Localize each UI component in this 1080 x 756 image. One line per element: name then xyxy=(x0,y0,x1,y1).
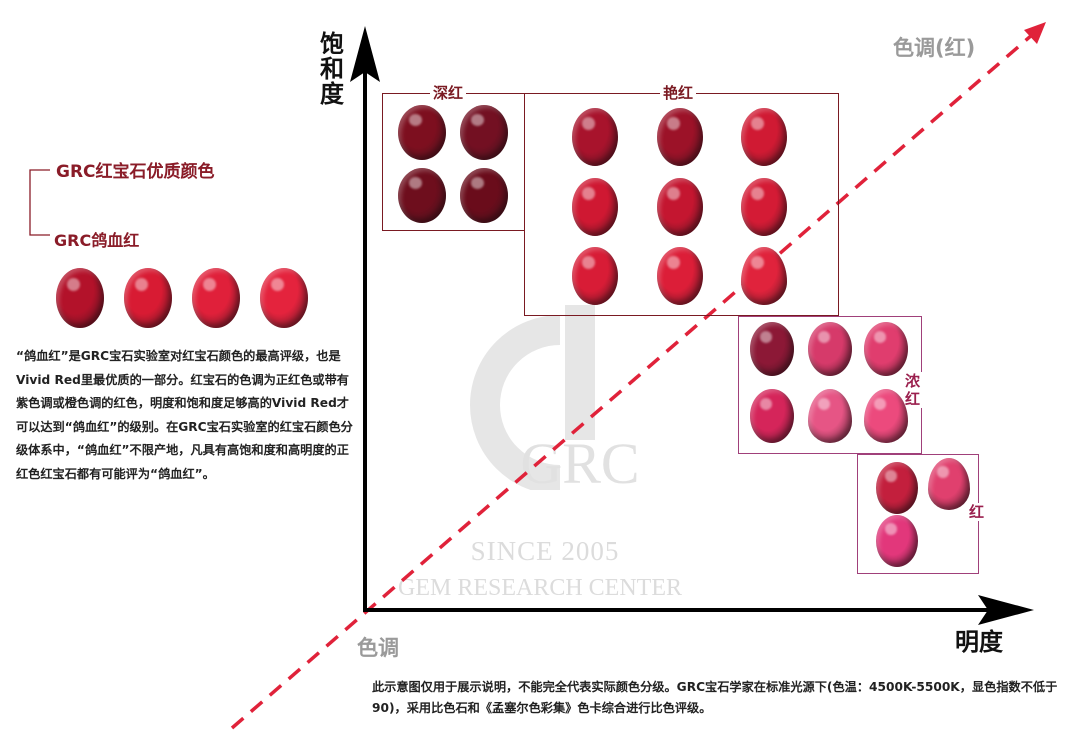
diagonal-arrow-icon xyxy=(1024,22,1046,44)
watermark-since: SINCE 2005 xyxy=(470,536,620,566)
group-deep-red: 深红 xyxy=(382,84,525,231)
x-axis-label: 明度 xyxy=(955,628,1003,656)
watermark: GRC xyxy=(420,290,680,610)
group-rich-red-label: 浓红 xyxy=(902,372,924,408)
pigeon-blood-gem xyxy=(192,268,240,328)
group-deep-red-label: 深红 xyxy=(430,84,467,102)
left-description: “鸽血红”是GRC宝石实验室对红宝石颜色的最高评级，也是Vivid Red里最优… xyxy=(16,349,353,481)
left-title-sub: GRC鸽血红 xyxy=(54,231,140,250)
group-red-label: 红 xyxy=(966,503,988,521)
group-vivid-red-label: 艳红 xyxy=(660,84,697,102)
pigeon-blood-gem xyxy=(124,268,172,328)
y-axis-label: 饱和度 xyxy=(320,30,344,109)
pigeon-blood-gem xyxy=(56,268,104,328)
group-vivid-red: 艳红 xyxy=(524,84,839,316)
footnote: 此示意图仅用于展示说明，不能完全代表实际颜色分级。GRC宝石学家在标准光源下(色… xyxy=(372,680,1058,715)
y-axis-arrow-icon xyxy=(350,26,380,82)
pigeon-blood-gem xyxy=(260,268,308,328)
x-axis-arrow-icon xyxy=(978,595,1034,625)
group-red: 红 xyxy=(857,454,988,574)
group-rich-red: 浓红 xyxy=(738,316,924,454)
left-title-main: GRC红宝石优质颜色 xyxy=(56,162,215,182)
watermark-center: GEM RESEARCH CENTER xyxy=(397,575,682,601)
origin-label: 色调 xyxy=(357,636,399,660)
pigeon-blood-gem-row xyxy=(50,268,320,332)
watermark-logo-text: GRC xyxy=(520,431,640,496)
watermark-logo-icon xyxy=(470,305,595,490)
left-bracket xyxy=(29,169,50,236)
diagonal-label: 色调(红) xyxy=(893,36,976,60)
